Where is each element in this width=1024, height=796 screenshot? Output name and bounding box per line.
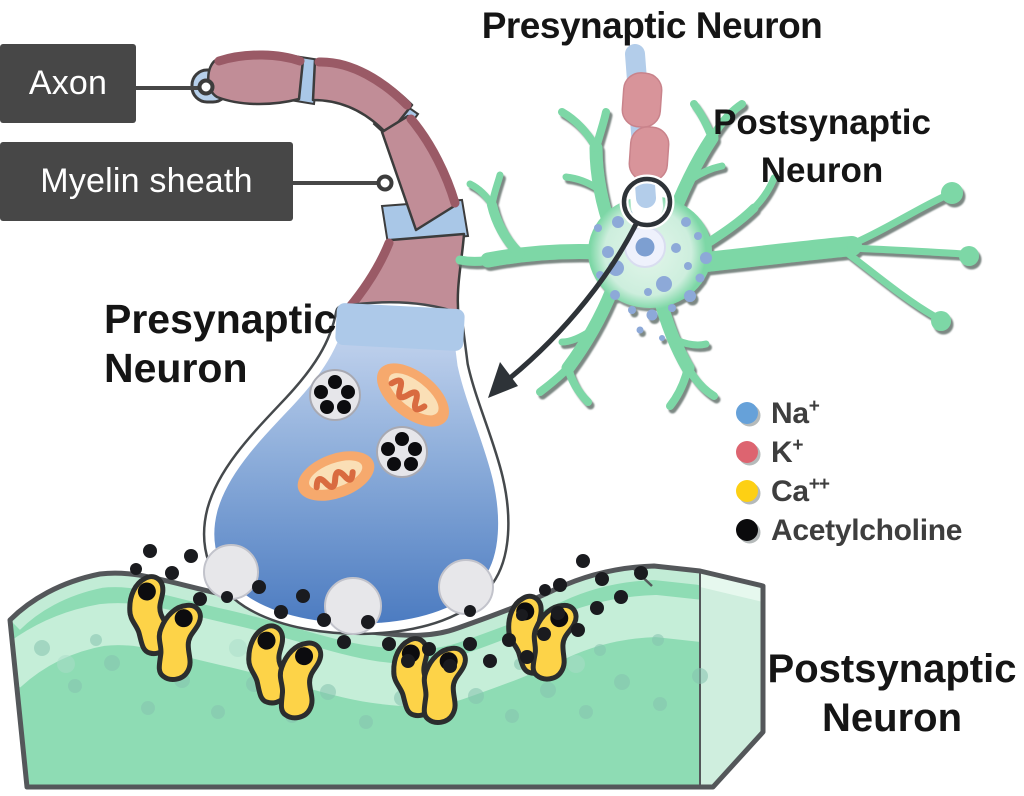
overview-axon [618, 36, 675, 230]
axon-callout-label: Axon [28, 64, 108, 102]
legend-item-acetylcholine: Acetylcholine [736, 514, 963, 547]
axon-callout-box: Axon [0, 44, 136, 123]
myelin-pointer-dot [376, 174, 394, 192]
arrowhead-icon [488, 362, 518, 398]
synaptic-vesicle [376, 426, 428, 478]
membrane-side-face [700, 571, 763, 787]
nucleolus [635, 237, 655, 257]
acetylcholine-dots [130, 544, 648, 673]
magnifier-circle [621, 176, 673, 228]
legend-label-na: Na+ [771, 396, 820, 430]
na-ion-dot [736, 402, 758, 424]
axon-trunk [696, 236, 862, 272]
axon-illustration [190, 50, 470, 322]
legend-label-acetylcholine: Acetylcholine [771, 514, 963, 547]
k-ion-dot [736, 441, 758, 463]
myelin-segment [621, 72, 663, 128]
synaptic-vesicle [309, 369, 361, 421]
dendrite-tip [959, 246, 979, 266]
dendrite-tip [931, 311, 951, 331]
axon-pointer-dot [197, 78, 215, 96]
postsynaptic-neuron-membrane-label: Postsynaptic Neuron [767, 647, 1017, 740]
fusing-vesicle [203, 544, 259, 600]
mitochondrion [297, 451, 375, 501]
node-of-ranvier [335, 303, 465, 351]
acetylcholine-dot [736, 519, 758, 541]
fusing-vesicle [438, 559, 494, 615]
ion-legend: Na+ K+ Ca++ Acetylcholine [736, 396, 963, 554]
synaptic-terminal [202, 301, 510, 636]
presynaptic-neuron-title: Presynaptic Neuron [481, 5, 823, 46]
postsynaptic-neuron-overview-label: Postsynaptic Neuron [713, 103, 931, 190]
myelin-segment [628, 126, 670, 182]
legend-label-k: K+ [771, 435, 803, 469]
legend-item-k: K+ [736, 435, 962, 469]
ca-ion-dot [736, 480, 758, 502]
legend-label-ca: Ca++ [771, 474, 830, 508]
myelin-sheath-callout-box: Myelin sheath [0, 142, 293, 221]
dendrite [480, 243, 610, 268]
soma-granules [594, 203, 712, 341]
myelin-sheath-callout-label: Myelin sheath [40, 162, 253, 200]
zoom-arrow [488, 221, 639, 398]
presynaptic-neuron-terminal-label: Presynaptic Neuron [104, 296, 337, 391]
legend-item-na: Na+ [736, 396, 962, 430]
mitochondrion [377, 363, 449, 427]
diffusing-ion-dots [34, 634, 708, 729]
callout-connectors [136, 78, 394, 192]
neuron-overview [455, 100, 979, 410]
legend-item-ca: Ca++ [736, 474, 962, 508]
dendrite-tip [941, 182, 963, 204]
